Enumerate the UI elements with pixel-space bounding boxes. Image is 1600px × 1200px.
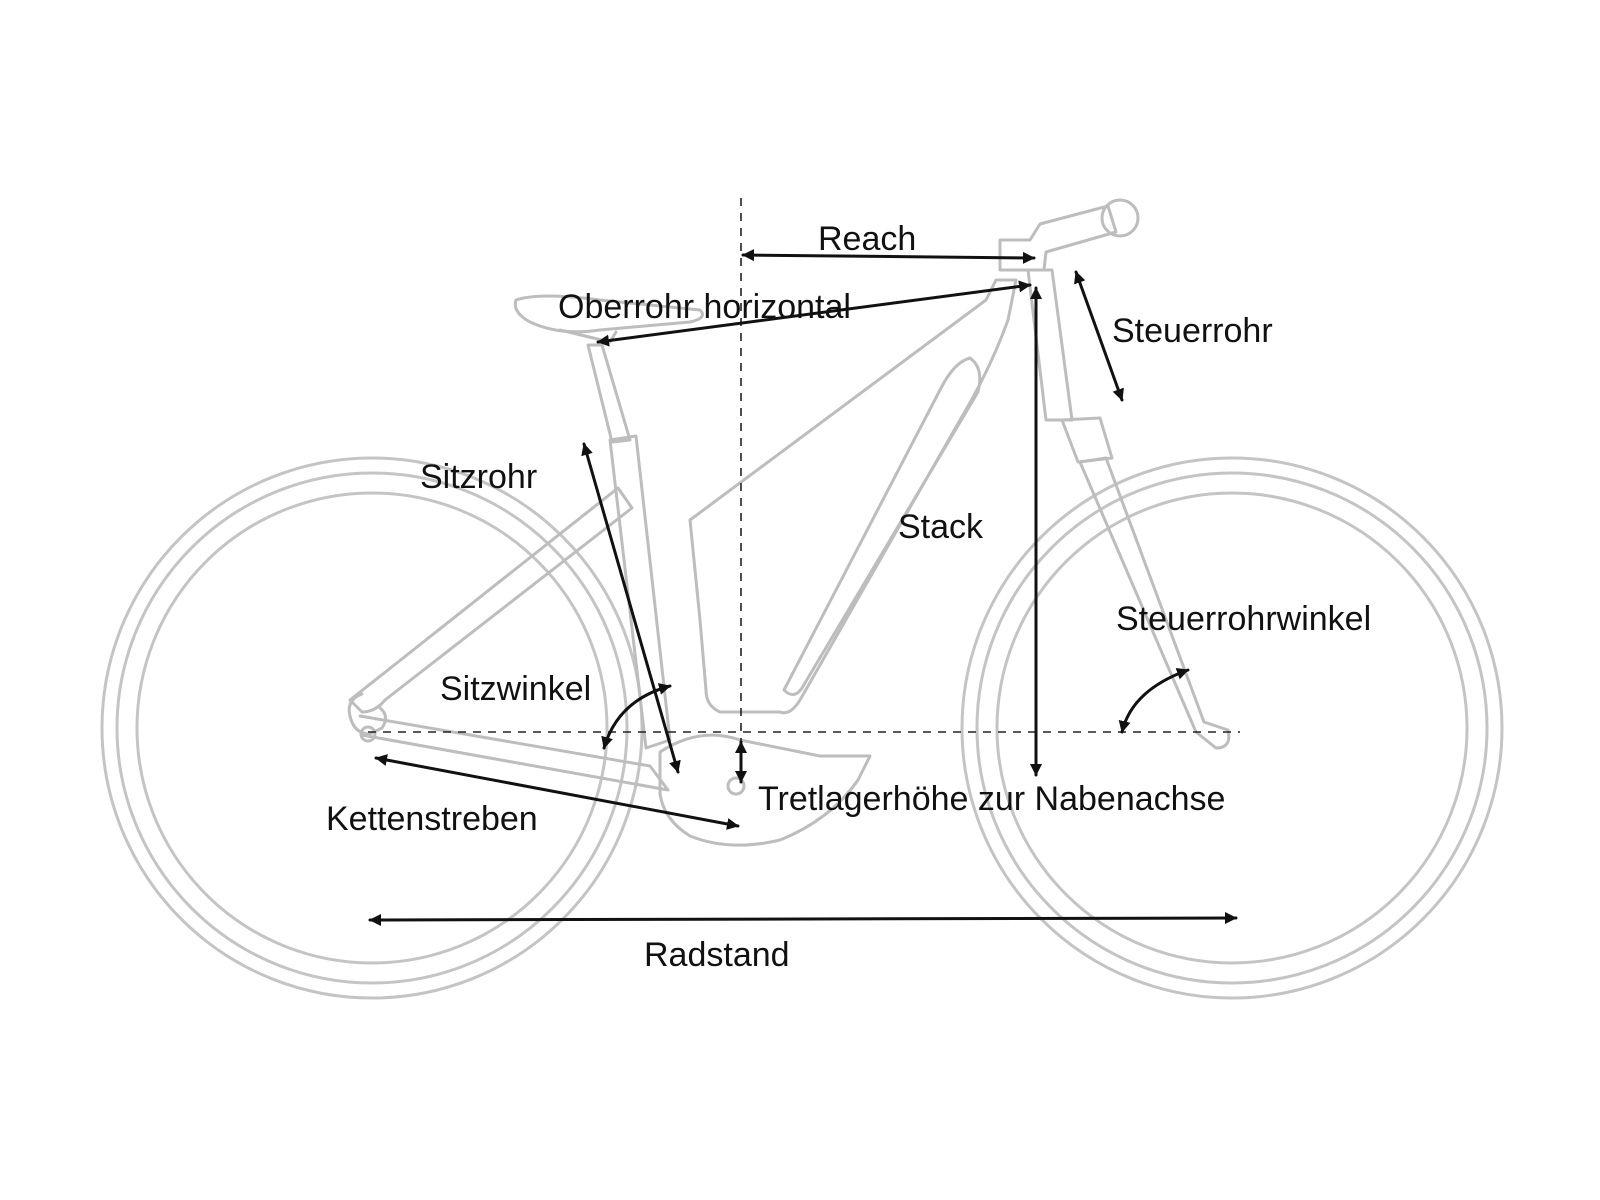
sitzrohr-label: Sitzrohr — [420, 458, 537, 496]
sitzwinkel-arc — [601, 683, 672, 750]
fork-crown — [1060, 416, 1114, 464]
dimension-labels: Reach Oberrohr horizontal Steuerrohr Sit… — [326, 220, 1371, 974]
reach-label: Reach — [818, 220, 916, 258]
rear-dropout — [347, 692, 387, 736]
reach-arrow — [741, 249, 1036, 264]
kettenstreben-arrow — [374, 754, 740, 830]
front-wheel — [960, 456, 1504, 1000]
dimension-arrows — [368, 249, 1238, 926]
steuerrohr-arrow — [1074, 270, 1124, 402]
oberrohr-label: Oberrohr horizontal — [558, 288, 851, 326]
rear-axle — [359, 725, 377, 743]
down-tube — [688, 278, 1018, 715]
fork-leg — [1078, 456, 1231, 750]
sitzwinkel-label: Sitzwinkel — [440, 670, 591, 708]
steuerrohrwinkel-arc — [1118, 668, 1190, 734]
steuerrohrwinkel-label: Steuerrohrwinkel — [1116, 600, 1371, 638]
kettenstreben-label: Kettenstreben — [326, 800, 538, 838]
stem — [998, 204, 1118, 272]
radstand-arrow — [368, 912, 1238, 926]
seat-tube — [608, 434, 672, 750]
oberrohr-arrow — [596, 280, 1032, 347]
seat-post — [586, 343, 632, 444]
handlebar — [1100, 198, 1140, 238]
radstand-label: Radstand — [644, 936, 790, 974]
stack-label: Stack — [898, 508, 984, 546]
tretlager-label: Tretlagerhöhe zur Nabenachse — [758, 780, 1225, 818]
steuerrohr-label: Steuerrohr — [1112, 312, 1273, 350]
seat-stay — [348, 486, 634, 714]
battery — [782, 356, 982, 696]
